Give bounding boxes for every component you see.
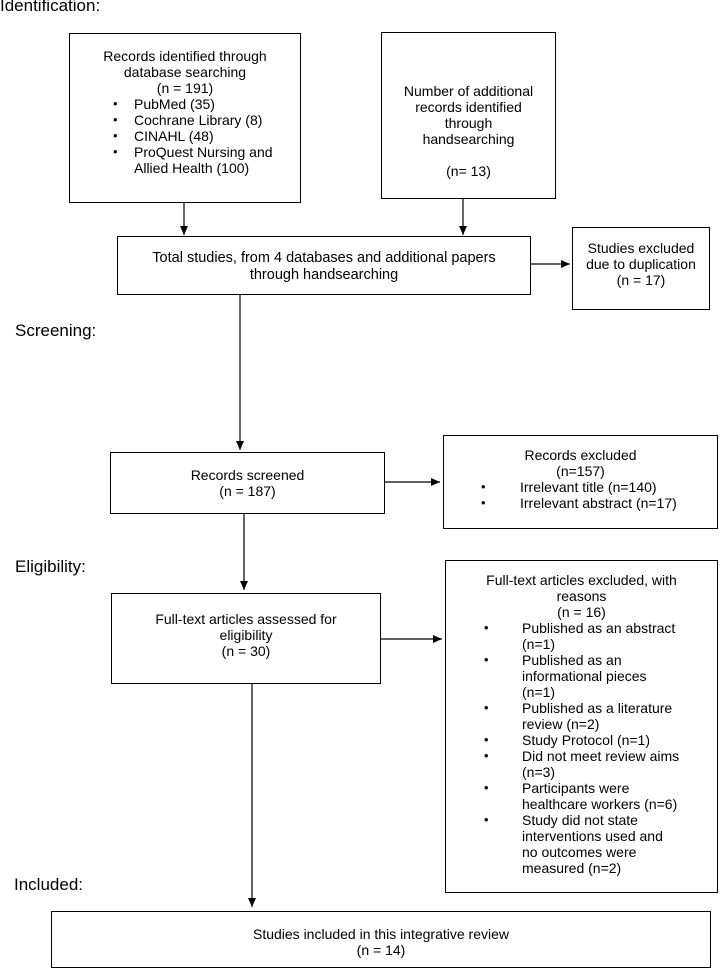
handsearch-line2: records identified xyxy=(415,99,522,115)
stage-label-eligibility: Eligibility: xyxy=(15,557,86,576)
handsearch-line4: handsearching xyxy=(422,131,515,147)
total-studies-box: Total studies, from 4 databases and addi… xyxy=(117,236,531,295)
studies-included-title: Studies included in this integrative rev… xyxy=(252,926,510,942)
fulltext-excluded-item-healthcare-workers: Participants were healthcare workers (n=… xyxy=(482,780,680,812)
database-search-count: (n = 191) xyxy=(156,80,214,96)
handsearch-line1: Number of additional xyxy=(403,83,534,99)
records-excluded-list: Irrelevant title (n=140) Irrelevant abst… xyxy=(480,479,717,511)
studies-included-box: Studies included in this integrative rev… xyxy=(51,911,711,968)
fulltext-excluded-list: Published as an abstract (n=1) Published… xyxy=(482,620,680,876)
database-item-proquest: ProQuest Nursing and Allied Health (100) xyxy=(113,144,288,176)
fulltext-assessed-count: (n = 30) xyxy=(221,643,271,659)
database-item-cochrane: Cochrane Library (8) xyxy=(113,112,288,128)
fulltext-excluded-line1: Full-text articles excluded, with xyxy=(486,572,677,588)
records-excluded-count: (n=157) xyxy=(556,463,605,479)
fulltext-excluded-item-review-aims: Did not meet review aims (n=3) xyxy=(482,748,680,780)
fulltext-excluded-line2: reasons xyxy=(556,588,607,604)
stage-label-screening: Screening: xyxy=(15,321,97,340)
fulltext-excluded-item-abstract: Published as an abstract (n=1) xyxy=(482,620,680,652)
records-excluded-item-abstract: Irrelevant abstract (n=17) xyxy=(480,495,717,511)
records-excluded-item-title: Irrelevant title (n=140) xyxy=(480,479,717,495)
fulltext-assessed-box: Full-text articles assessed for eligibil… xyxy=(111,593,381,684)
records-screened-title: Records screened xyxy=(190,467,305,483)
records-excluded-title: Records excluded xyxy=(524,447,637,463)
stage-label-identification: Identification: xyxy=(0,0,101,15)
fulltext-excluded-count: (n = 16) xyxy=(557,604,606,620)
fulltext-excluded-item-no-interventions: Study did not state interventions used a… xyxy=(482,812,680,876)
duplicates-excluded-box: Studies excluded due to duplication (n =… xyxy=(572,227,710,310)
fulltext-excluded-item-informational: Published as an informational pieces (n=… xyxy=(482,652,680,700)
duplicates-count: (n = 17) xyxy=(616,272,666,288)
database-search-box: Records identified through database sear… xyxy=(69,33,301,203)
database-item-pubmed: PubMed (35) xyxy=(113,96,288,112)
stage-label-included: Included: xyxy=(14,875,83,894)
studies-included-count: (n = 14) xyxy=(356,942,406,958)
total-studies-line2: through handsearching xyxy=(249,267,399,283)
database-search-title-line1: Records identified through xyxy=(103,48,267,64)
database-list: PubMed (35) Cochrane Library (8) CINAHL … xyxy=(113,96,288,176)
total-studies-line1: Total studies, from 4 databases and addi… xyxy=(152,250,496,266)
handsearch-line3: through xyxy=(444,115,493,131)
handsearch-box: Number of additional records identified … xyxy=(381,32,556,199)
fulltext-excluded-item-literature-review: Published as a literature review (n=2) xyxy=(482,700,680,732)
fulltext-assessed-line1: Full-text articles assessed for xyxy=(155,611,337,627)
database-item-cinahl: CINAHL (48) xyxy=(113,128,288,144)
fulltext-excluded-item-protocol: Study Protocol (n=1) xyxy=(482,732,680,748)
fulltext-assessed-line2: eligibility xyxy=(219,627,273,643)
records-screened-box: Records screened (n = 187) xyxy=(110,452,385,514)
records-excluded-box: Records excluded (n=157) Irrelevant titl… xyxy=(443,435,718,529)
fulltext-excluded-box: Full-text articles excluded, with reason… xyxy=(445,560,718,893)
duplicates-line2: due to duplication xyxy=(586,256,696,272)
handsearch-count: (n= 13) xyxy=(446,163,491,179)
database-search-title-line2: database searching xyxy=(123,64,247,80)
records-screened-count: (n = 187) xyxy=(219,483,276,499)
duplicates-line1: Studies excluded xyxy=(587,240,695,256)
